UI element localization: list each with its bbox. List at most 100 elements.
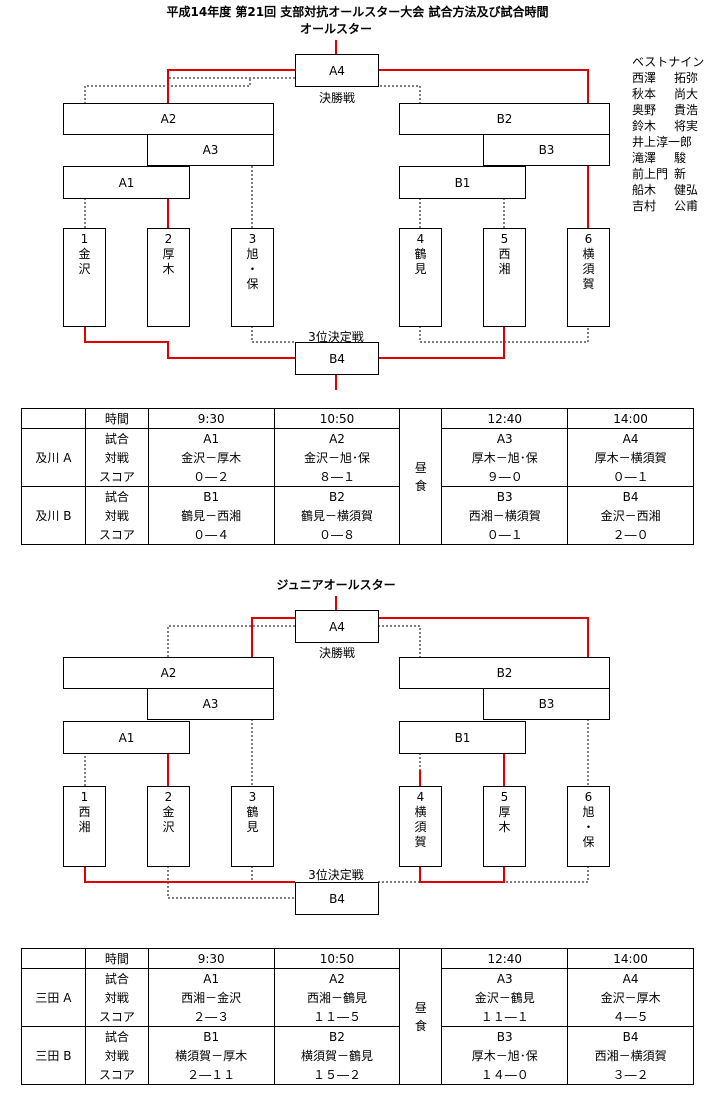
table-cell: 厚木－旭･保 bbox=[441, 448, 569, 467]
player-surname: 鈴木 bbox=[632, 119, 657, 133]
table-cell: A4 bbox=[567, 968, 694, 988]
table-cell: 金沢－厚木 bbox=[147, 448, 275, 467]
table-cell: B4 bbox=[567, 1026, 694, 1046]
table-cell: 金沢－西湘 bbox=[567, 506, 694, 525]
team-number: 1 bbox=[80, 790, 89, 804]
table-cell: ２―０ bbox=[567, 525, 694, 545]
match-box-b3: B3 bbox=[483, 688, 610, 720]
team-number: 3 bbox=[248, 790, 257, 804]
list-item: 奥野貴浩 bbox=[632, 102, 704, 118]
team-box: 4 鶴 見 bbox=[399, 228, 442, 327]
team-box: 2 厚 木 bbox=[147, 228, 190, 327]
table-row: 対戦 鶴見－西湘 鶴見－横須賀 西湘－横須賀 金沢－西湘 bbox=[22, 506, 694, 525]
best-nine-title: ベストナイン bbox=[632, 55, 705, 69]
table-cell: A1 bbox=[147, 428, 275, 448]
team-box: 4 横 須 賀 bbox=[399, 786, 442, 867]
table-cell: B1 bbox=[147, 486, 275, 506]
header-cell: 12:40 bbox=[441, 408, 569, 429]
best-nine-list: ベストナイン 西澤 拓弥 秋本尚大 奥野貴浩 鈴木将実 井上淳一郎 滝澤 駿 前上門… bbox=[632, 54, 704, 214]
table-row: 及川 A 試合 A1 A2 A3 A4 bbox=[21, 428, 694, 487]
match-box-a2: A2 bbox=[63, 657, 274, 689]
table-cell: 横須賀－鶴見 bbox=[273, 1046, 401, 1065]
match-box-a3: A3 bbox=[147, 134, 274, 166]
list-item: 鈴木将実 bbox=[632, 118, 704, 134]
list-item: 吉村公甫 bbox=[632, 198, 704, 214]
table-row: 三田 A 試合 A1 A2 A3 A4 bbox=[21, 968, 694, 1027]
team-name-char: 旭 bbox=[582, 805, 595, 819]
team-box: 5 厚 木 bbox=[483, 786, 526, 867]
player-surname: 滝澤 bbox=[632, 151, 657, 165]
row-label: 試合 bbox=[84, 1026, 149, 1046]
player-given-name: 新 bbox=[674, 167, 687, 181]
table-row: 三田 B 試合 B1 B2 B3 B4 bbox=[21, 1026, 694, 1085]
table-cell: B2 bbox=[273, 486, 401, 506]
table-cell: B4 bbox=[567, 486, 694, 506]
senior-schedule-table: 時間 9:30 10:50 昼 食 12:40 14:00 及川 A 試合 A1… bbox=[21, 408, 694, 545]
table-cell: B3 bbox=[441, 486, 569, 506]
table-cell: A4 bbox=[567, 428, 694, 448]
table-cell: ２―３ bbox=[147, 1007, 275, 1027]
team-name-char: 鶴 bbox=[246, 805, 259, 819]
table-cell: 金沢－鶴見 bbox=[441, 988, 569, 1007]
team-box: 3 鶴 見 bbox=[231, 786, 274, 867]
team-number: 3 bbox=[248, 232, 257, 246]
match-box-b4: B4 bbox=[295, 882, 379, 915]
table-cell: 西湘－鶴見 bbox=[273, 988, 401, 1007]
table-cell: 西湘－金沢 bbox=[147, 988, 275, 1007]
player-given-name: 拓弥 bbox=[674, 71, 699, 85]
player-surname: 船木 bbox=[632, 183, 657, 197]
player-full-name: 井上淳一郎 bbox=[632, 135, 693, 149]
team-name-char: 厚 bbox=[498, 805, 511, 819]
table-cell: ０―８ bbox=[273, 525, 401, 545]
team-name-char: 見 bbox=[246, 820, 259, 834]
table-cell: １５―２ bbox=[273, 1065, 401, 1085]
lunch-cell: 昼 食 bbox=[399, 948, 443, 1085]
table-row: 対戦 西湘－金沢 西湘－鶴見 金沢－鶴見 金沢－厚木 bbox=[22, 988, 694, 1007]
table-cell: B3 bbox=[441, 1026, 569, 1046]
header-cell: 9:30 bbox=[147, 408, 275, 429]
list-item: 西澤 拓弥 bbox=[632, 70, 704, 86]
table-cell: B1 bbox=[147, 1026, 275, 1046]
table-row: 対戦 金沢－厚木 金沢－旭･保 厚木－旭･保 厚木－横須賀 bbox=[22, 448, 694, 467]
senior-heading: オールスター bbox=[299, 22, 372, 36]
team-box: 1 金 沢 bbox=[63, 228, 106, 327]
match-box-a4: A4 bbox=[295, 610, 379, 643]
team-name-char: 厚 bbox=[162, 247, 175, 261]
table-cell: 鶴見－横須賀 bbox=[273, 506, 401, 525]
player-surname: 前上門 bbox=[632, 167, 669, 181]
team-name-char: 見 bbox=[414, 262, 427, 276]
senior-bracket-lines bbox=[84, 40, 589, 390]
match-box-a1: A1 bbox=[63, 166, 190, 199]
player-surname: 吉村 bbox=[632, 199, 657, 213]
team-number: 5 bbox=[500, 232, 509, 246]
team-box: 6 旭 ・ 保 bbox=[567, 786, 610, 867]
team-name-char: 賀 bbox=[414, 835, 427, 849]
team-name-char: 西 bbox=[78, 805, 91, 819]
list-item: 滝澤 駿 bbox=[632, 150, 704, 166]
team-name-char: 湘 bbox=[498, 262, 511, 276]
match-box-a1: A1 bbox=[63, 721, 190, 754]
table-cell: ８―１ bbox=[273, 467, 401, 487]
team-number: 4 bbox=[416, 790, 425, 804]
list-item: 井上淳一郎 bbox=[632, 134, 704, 150]
table-cell: １４―０ bbox=[441, 1065, 569, 1085]
list-item: 秋本尚大 bbox=[632, 86, 704, 102]
team-number: 6 bbox=[584, 232, 593, 246]
player-given-name: 駿 bbox=[674, 151, 687, 165]
table-cell: ０―１ bbox=[441, 525, 569, 545]
team-number: 2 bbox=[164, 790, 173, 804]
match-box-b4: B4 bbox=[295, 342, 379, 375]
table-cell: 金沢－厚木 bbox=[567, 988, 694, 1007]
table-cell: ３―２ bbox=[567, 1065, 694, 1085]
row-label: スコア bbox=[84, 1065, 149, 1085]
table-header-row: 時間 9:30 10:50 昼 食 12:40 14:00 bbox=[21, 948, 694, 1085]
table-cell: 西湘－横須賀 bbox=[567, 1046, 694, 1065]
team-name-char: 金 bbox=[78, 247, 91, 261]
final-label: 決勝戦 bbox=[318, 91, 355, 105]
table-cell: 西湘－横須賀 bbox=[441, 506, 569, 525]
header-cell: 10:50 bbox=[273, 948, 401, 969]
team-box: 1 西 湘 bbox=[63, 786, 106, 867]
team-name-char: 保 bbox=[246, 277, 259, 291]
player-surname: 西澤 bbox=[632, 71, 657, 85]
header-cell: 14:00 bbox=[567, 948, 694, 969]
